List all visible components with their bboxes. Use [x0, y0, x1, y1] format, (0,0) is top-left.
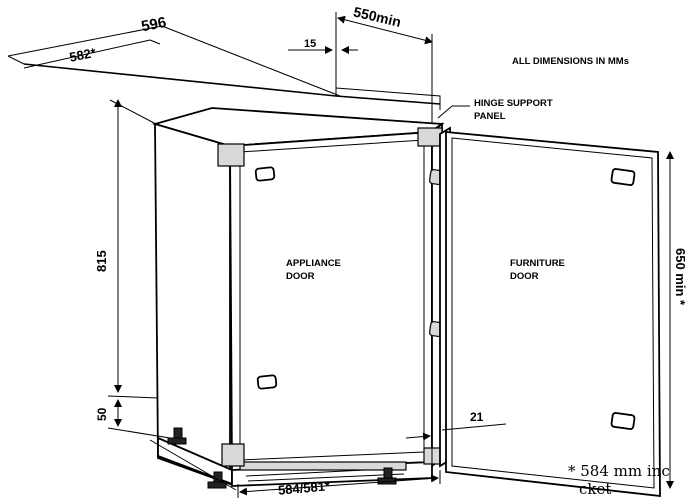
label-hinge-support-1: HINGE SUPPORT: [474, 98, 553, 109]
dim-width-total: 596: [140, 14, 168, 35]
dim-plinth: 50: [95, 407, 109, 421]
label-furniture-door-1: FURNITURE: [510, 258, 565, 269]
dimension-lines-side: [107, 99, 674, 498]
furniture-door: [445, 131, 661, 498]
dim-width-inner: 582*: [68, 45, 98, 65]
dim-depth-min: 550min: [352, 3, 403, 29]
dimension-lines-top: [7, 12, 433, 128]
dim-bottom-width: 584/581*: [277, 478, 331, 498]
appliance-door-pads: [254, 166, 278, 390]
label-appliance-door-1: APPLIANCE: [286, 258, 341, 269]
label-hinge-support-2: PANEL: [474, 111, 506, 122]
worktop-outline: [23, 63, 441, 110]
appliance-body: [151, 107, 445, 487]
footnote-line2: cket: [579, 480, 611, 498]
dim-side-gap: 21: [470, 410, 484, 424]
label-appliance-door-2: DOOR: [286, 271, 315, 282]
hinge-support-leader: [437, 105, 453, 119]
corner-brackets: [217, 127, 443, 467]
dim-door-height: 650 min *: [673, 248, 688, 306]
label-all-dimensions: ALL DIMENSIONS IN MMs: [512, 56, 629, 67]
dim-height: 815: [94, 250, 109, 272]
label-furniture-door-2: DOOR: [510, 271, 539, 282]
dim-hinge-gap: 15: [304, 38, 316, 50]
footnote-line1: * 584 mm inc: [568, 462, 670, 480]
